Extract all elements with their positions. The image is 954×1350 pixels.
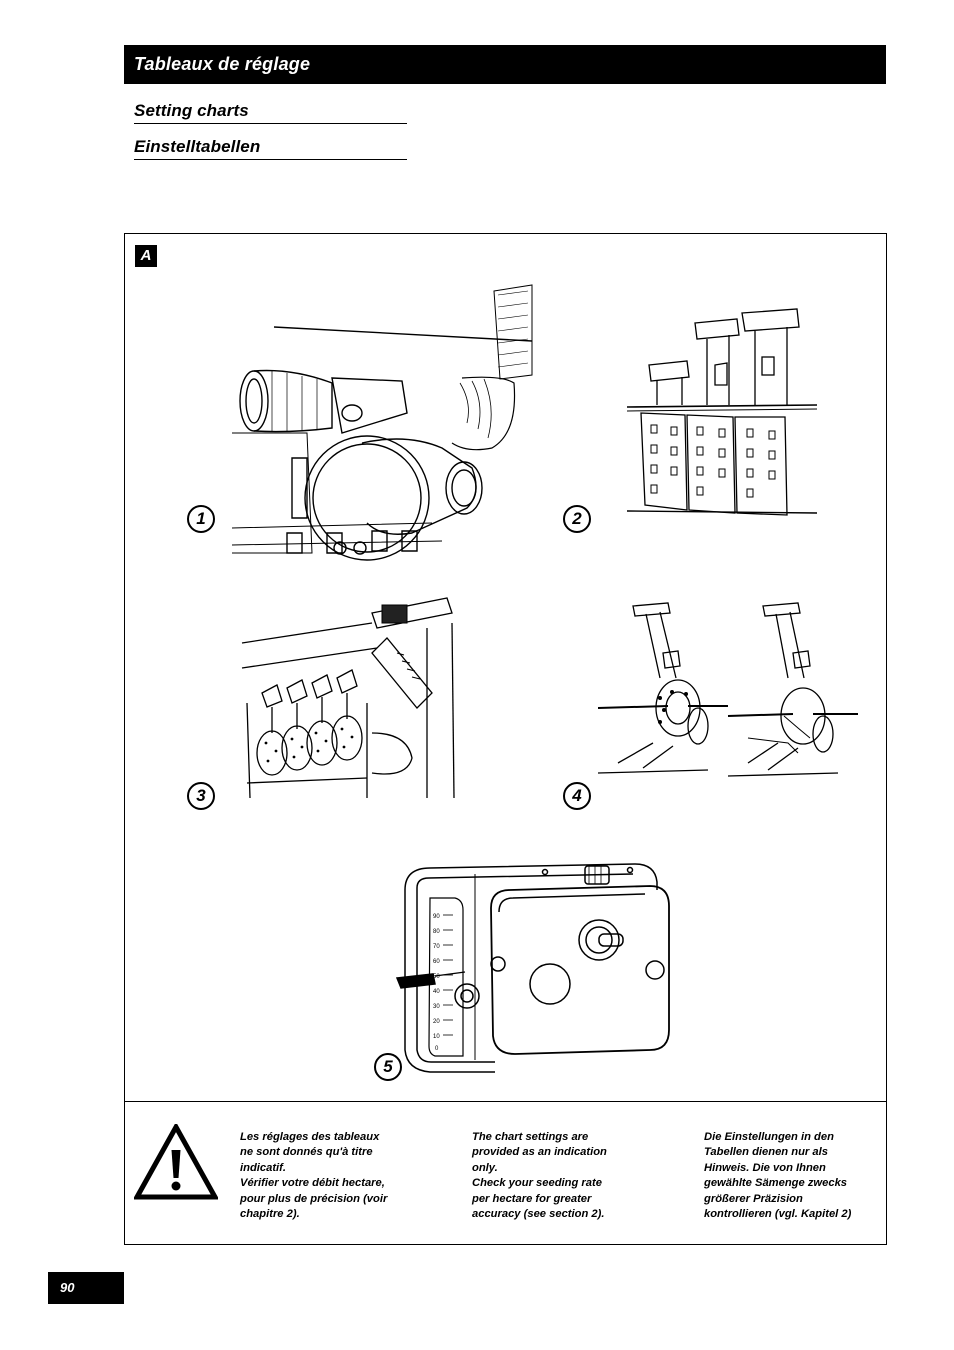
- warning-text-english: The chart settings are provided as an in…: [472, 1131, 607, 1221]
- warning-text-german: Die Einstellungen in den Tabellen dienen…: [704, 1131, 852, 1221]
- figure-label-2: 2: [563, 505, 591, 533]
- scale-tick-label: 50: [433, 974, 440, 980]
- figure-label-1: 1: [187, 505, 215, 533]
- metering-brackets-illustration: [598, 598, 858, 783]
- gearbox-scale-illustration: 90 80 70 60 50 40 30 20 10 0: [395, 860, 677, 1078]
- figure-label-4: 4: [563, 782, 591, 810]
- scale-tick-label: 80: [433, 929, 440, 935]
- warning-text-french: Les réglages des tableaux ne sont donnés…: [240, 1131, 388, 1221]
- metering-units-illustration: [627, 305, 817, 520]
- scale-tick-label: 30: [433, 1004, 440, 1010]
- blower-hose-illustration: [232, 283, 537, 568]
- figure-label-5: 5: [374, 1053, 402, 1081]
- scale-tick-label: 40: [433, 989, 440, 995]
- subtitle-german: Einstelltabellen: [134, 137, 261, 156]
- figure-badge: A: [135, 245, 157, 267]
- subtitle-underline: [134, 159, 407, 160]
- page-number-tab: 90: [48, 1272, 124, 1304]
- section-title: Tableaux de réglage: [134, 54, 311, 74]
- section-title-bar: Tableaux de réglage: [124, 45, 886, 84]
- page-number: 90: [60, 1280, 75, 1295]
- scale-tick-label: 20: [433, 1019, 440, 1025]
- scale-tick-label: 90: [433, 914, 440, 920]
- subtitle-underline: [134, 123, 407, 124]
- figure-frame: [124, 233, 887, 1245]
- scale-tick-label: 10: [433, 1034, 440, 1040]
- scale-tick-label: 70: [433, 944, 440, 950]
- subtitle-english: Setting charts: [134, 101, 249, 120]
- figure-label-3: 3: [187, 782, 215, 810]
- adjustment-lever-illustration: [232, 583, 467, 803]
- scale-tick-label: 60: [433, 959, 440, 965]
- scale-tick-label: 0: [435, 1046, 439, 1052]
- frame-divider: [124, 1101, 887, 1102]
- warning-triangle-icon: [132, 1121, 220, 1200]
